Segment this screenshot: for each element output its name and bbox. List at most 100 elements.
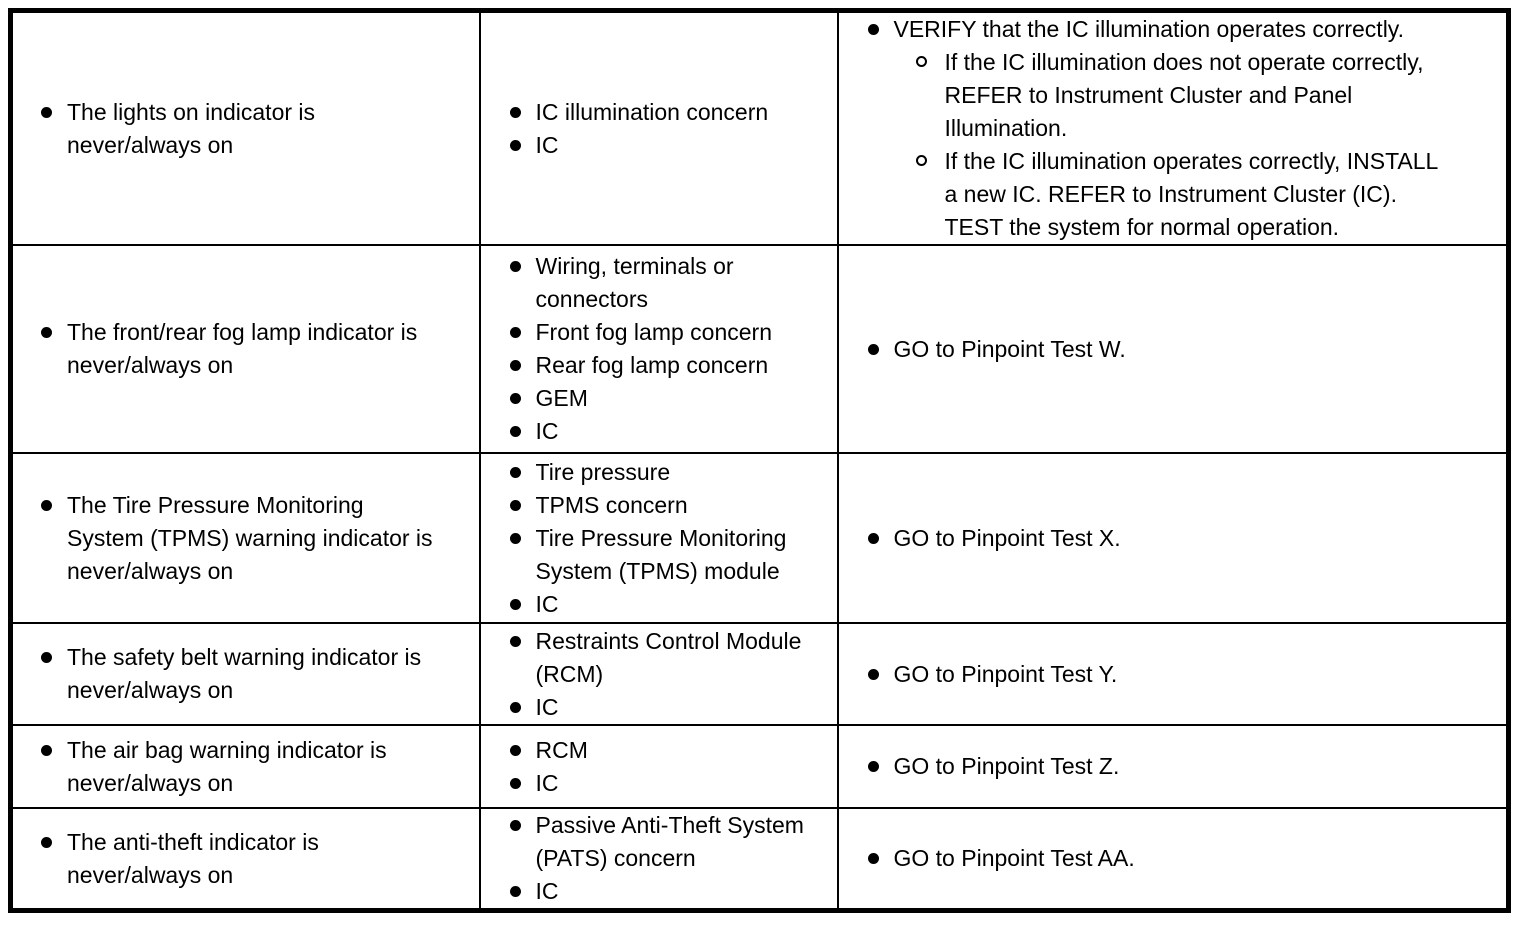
- symptom-item: The safety belt warning indicator is nev…: [41, 641, 478, 707]
- source-item-label: IC: [535, 769, 559, 796]
- action-sub-item: If the IC illumination operates correctl…: [915, 145, 1498, 243]
- symptom-chart-table: The lights on indicator is never/always …: [8, 8, 1511, 913]
- source-item: IC: [509, 875, 836, 908]
- action-list: VERIFY that the IC illumination operates…: [840, 13, 1507, 243]
- open-circle-bullet-icon: [915, 155, 927, 166]
- source-item-label: Tire pressure: [535, 458, 671, 485]
- symptom-cell: The air bag warning indicator is never/a…: [9, 724, 481, 809]
- bullet-icon: [867, 24, 879, 35]
- source-item: TPMS concern: [509, 489, 836, 522]
- bullet-icon: [509, 466, 521, 478]
- action-content: VERIFY that the IC illumination operates…: [893, 13, 1498, 243]
- action-item: GO to Pinpoint Test AA.: [867, 842, 1507, 875]
- source-item: Rear fog lamp concern: [509, 349, 836, 382]
- action-item: VERIFY that the IC illumination operates…: [867, 13, 1507, 243]
- bullet-icon: [41, 652, 52, 663]
- source-item: RCM: [509, 734, 836, 767]
- action-item: GO to Pinpoint Test Z.: [867, 750, 1507, 783]
- source-item-label: TPMS concern: [535, 491, 688, 518]
- symptom-table-body: The lights on indicator is never/always …: [9, 9, 1510, 912]
- symptom-item: The front/rear fog lamp indicator is nev…: [41, 316, 478, 382]
- source-item: IC illumination concern: [509, 96, 836, 129]
- source-item-label: IC: [535, 590, 559, 617]
- source-item-label: Wiring, terminals or connectors: [535, 253, 734, 312]
- possible-sources-list: Restraints Control Module (RCM) IC: [482, 625, 836, 724]
- table-row: The anti-theft indicator is never/always…: [9, 807, 1510, 912]
- action-cell: GO to Pinpoint Test W.: [836, 244, 1510, 454]
- symptom-item: The Tire Pressure Monitoring System (TPM…: [41, 489, 478, 588]
- symptom-item: The lights on indicator is never/always …: [41, 96, 478, 162]
- bullet-icon: [509, 327, 521, 338]
- symptom-item-label: The air bag warning indicator is never/a…: [67, 736, 387, 796]
- bullet-icon: [867, 853, 879, 864]
- bullet-icon: [509, 261, 521, 272]
- bullet-icon: [509, 820, 521, 831]
- action-cell: GO to Pinpoint Test Y.: [836, 622, 1510, 726]
- possible-sources-cell: Restraints Control Module (RCM) IC: [478, 622, 839, 726]
- bullet-icon: [41, 499, 52, 511]
- source-item-label: IC: [535, 693, 559, 720]
- action-sub-item: If the IC illumination does not operate …: [915, 46, 1498, 145]
- source-item-label: Restraints Control Module (RCM): [535, 627, 802, 687]
- symptom-list: The lights on indicator is never/always …: [13, 96, 478, 162]
- action-text: GO to Pinpoint Test Z.: [893, 753, 1120, 779]
- bullet-icon: [41, 744, 52, 756]
- bullet-icon: [509, 106, 521, 118]
- possible-sources-list: Passive Anti-Theft System (PATS) concern…: [482, 810, 836, 908]
- action-list: GO to Pinpoint Test Z.: [840, 750, 1507, 783]
- action-content: GO to Pinpoint Test W.: [894, 333, 1498, 366]
- source-item: IC: [509, 588, 836, 621]
- symptom-item-label: The Tire Pressure Monitoring System (TPM…: [67, 491, 433, 584]
- source-item-label: Rear fog lamp concern: [535, 352, 769, 378]
- action-text: GO to Pinpoint Test Y.: [893, 660, 1118, 687]
- symptom-cell: The lights on indicator is never/always …: [9, 9, 481, 246]
- source-item: IC: [509, 691, 836, 724]
- bullet-icon: [509, 532, 521, 544]
- action-cell: GO to Pinpoint Test AA.: [836, 807, 1510, 912]
- source-item-label: Tire Pressure Monitoring System (TPMS) m…: [535, 524, 787, 584]
- action-text: VERIFY that the IC illumination operates…: [893, 16, 1404, 42]
- action-cell: GO to Pinpoint Test Z.: [836, 724, 1510, 809]
- symptom-item-label: The anti-theft indicator is never/always…: [67, 828, 319, 888]
- action-text: GO to Pinpoint Test AA.: [893, 845, 1135, 871]
- symptom-list: The front/rear fog lamp indicator is nev…: [13, 316, 478, 382]
- symptom-list: The Tire Pressure Monitoring System (TPM…: [13, 489, 478, 588]
- bullet-icon: [509, 139, 521, 151]
- action-item: GO to Pinpoint Test W.: [867, 333, 1507, 366]
- action-sub-text: If the IC illumination operates correctl…: [944, 148, 1438, 240]
- action-text: GO to Pinpoint Test W.: [893, 335, 1126, 362]
- table-row: The Tire Pressure Monitoring System (TPM…: [9, 452, 1510, 624]
- scanned-document-page: The lights on indicator is never/always …: [8, 8, 1511, 913]
- source-item: Wiring, terminals or connectors: [509, 250, 836, 316]
- source-item: Restraints Control Module (RCM): [509, 625, 836, 691]
- table-row: The safety belt warning indicator is nev…: [9, 622, 1510, 726]
- symptom-item: The air bag warning indicator is never/a…: [41, 734, 478, 800]
- action-list: GO to Pinpoint Test Y.: [840, 658, 1507, 691]
- bullet-icon: [509, 393, 521, 404]
- symptom-cell: The safety belt warning indicator is nev…: [9, 622, 481, 726]
- source-item: IC: [509, 415, 836, 448]
- bullet-icon: [41, 836, 52, 848]
- symptom-list: The anti-theft indicator is never/always…: [13, 826, 478, 892]
- source-item: GEM: [509, 382, 836, 415]
- source-item: IC: [509, 129, 836, 162]
- source-item-label: GEM: [535, 385, 588, 411]
- table-row: The lights on indicator is never/always …: [9, 9, 1510, 246]
- symptom-cell: The anti-theft indicator is never/always…: [9, 807, 481, 912]
- source-item: IC: [509, 767, 836, 800]
- action-content: GO to Pinpoint Test X.: [894, 522, 1498, 555]
- bullet-icon: [509, 744, 521, 756]
- source-item: Passive Anti-Theft System (PATS) concern: [509, 810, 836, 875]
- bullet-icon: [867, 532, 879, 544]
- bullet-icon: [867, 761, 879, 772]
- source-item-label: IC: [535, 418, 559, 444]
- source-item: Tire Pressure Monitoring System (TPMS) m…: [509, 522, 836, 588]
- symptom-cell: The Tire Pressure Monitoring System (TPM…: [9, 452, 481, 624]
- table-row: The front/rear fog lamp indicator is nev…: [9, 244, 1510, 454]
